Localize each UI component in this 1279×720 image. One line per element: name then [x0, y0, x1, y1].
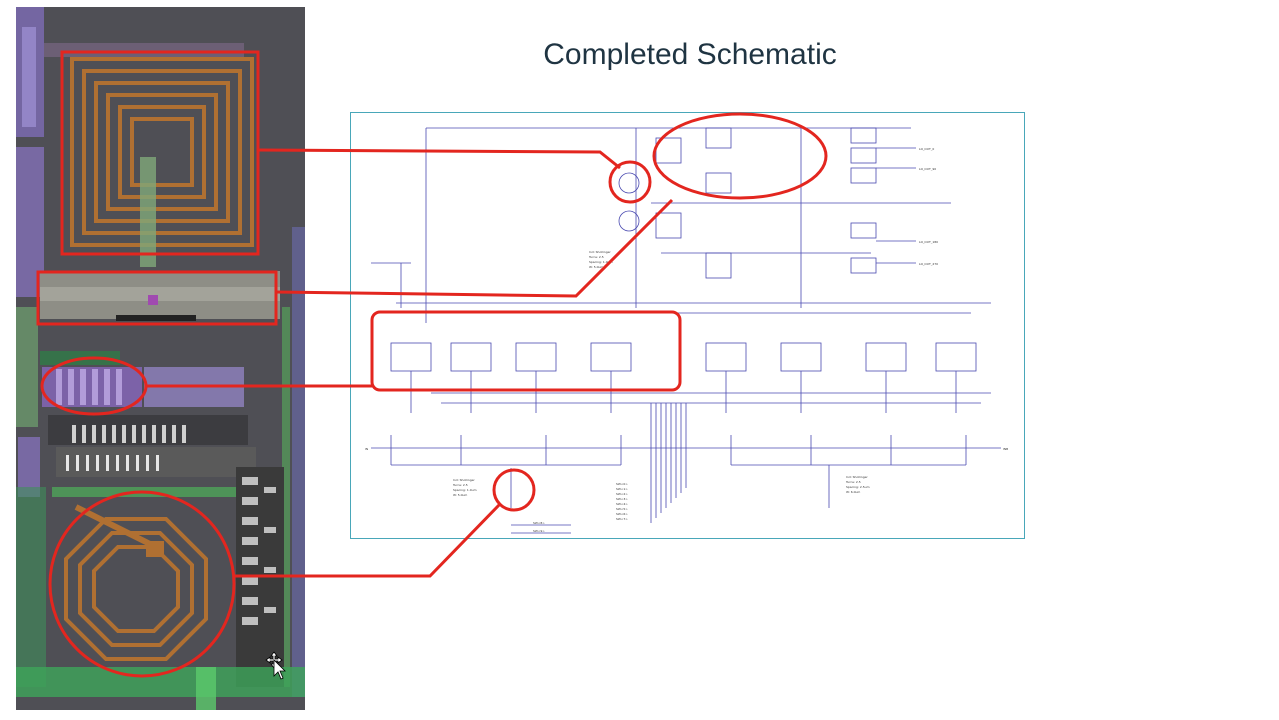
control-bus-label: SW<3> — [616, 497, 628, 501]
inductor-note-line: W: 5.0um — [453, 493, 467, 497]
control-bus-label: SW<2> — [616, 492, 628, 496]
chip-layout-drawing — [16, 7, 305, 710]
control-bus-label: SW<7> — [616, 517, 628, 521]
inductor-note-line: W: 5.0um — [589, 265, 603, 269]
inductor-note-line: Ind: Shollinger — [846, 475, 868, 479]
chip-layout-image — [16, 7, 305, 710]
inductor-note-line: Ind: Shollinger — [453, 478, 475, 482]
schematic-panel: Ind: Shollinger Turns: 2.5 Spacing: 1.0u… — [350, 112, 1025, 539]
control-bus-label: SW<0> — [616, 482, 628, 486]
output-port-label: LO_OUT_180 — [919, 240, 938, 244]
output-port-label: LO_OUT_270 — [919, 262, 938, 266]
input-port-label: IN — [365, 447, 368, 451]
inductor-note-line: Spacing: 1.0um — [453, 488, 477, 492]
inductor-note-line: Turns: 2.5 — [588, 255, 604, 259]
inductor-note-line: Spacing: 2.5um — [846, 485, 870, 489]
schematic-drawing: Ind: Shollinger Turns: 2.5 Spacing: 1.0u… — [365, 127, 1008, 534]
control-bus-label: SW<5> — [616, 507, 628, 511]
output-port-label: LO_OUT_90 — [919, 167, 936, 171]
output-port-label: LO_OUT_0 — [919, 147, 934, 151]
input-port-label: INB — [1003, 447, 1008, 451]
page-title: Completed Schematic — [543, 38, 837, 71]
inductor-note-line: Ind: Shollinger — [589, 250, 611, 254]
control-bus-label: SW<4> — [616, 502, 628, 506]
inductor-note-line: Turns: 2.5 — [452, 483, 468, 487]
inductor-note-line: W: 6.0um — [846, 490, 860, 494]
control-bus-label: SW<6> — [616, 512, 628, 516]
control-bus-label: SW<1> — [616, 487, 628, 491]
bias-input-label: SW<9> — [533, 529, 545, 533]
inductor-note-line: Spacing: 1.0um — [589, 260, 613, 264]
inductor-note-line: Turns: 2.5 — [845, 480, 861, 484]
bias-input-label: SW<8> — [533, 521, 545, 525]
